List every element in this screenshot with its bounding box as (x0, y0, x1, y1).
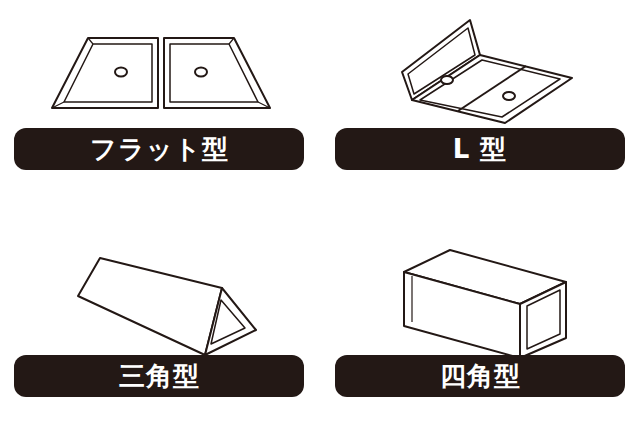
band-label: L 型 (453, 136, 508, 162)
triangle-trap (78, 258, 256, 355)
label-band: 四角型 (335, 355, 625, 397)
square-trap (404, 250, 566, 358)
label-band: フラット型 (14, 128, 304, 170)
flat-trap (52, 38, 270, 108)
band-label: 四角型 (440, 363, 521, 389)
label-band: 三角型 (14, 355, 304, 397)
band-label: 三角型 (119, 363, 200, 389)
l-trap (402, 20, 572, 123)
band-label: フラット型 (90, 136, 229, 162)
label-band: L 型 (335, 128, 625, 170)
